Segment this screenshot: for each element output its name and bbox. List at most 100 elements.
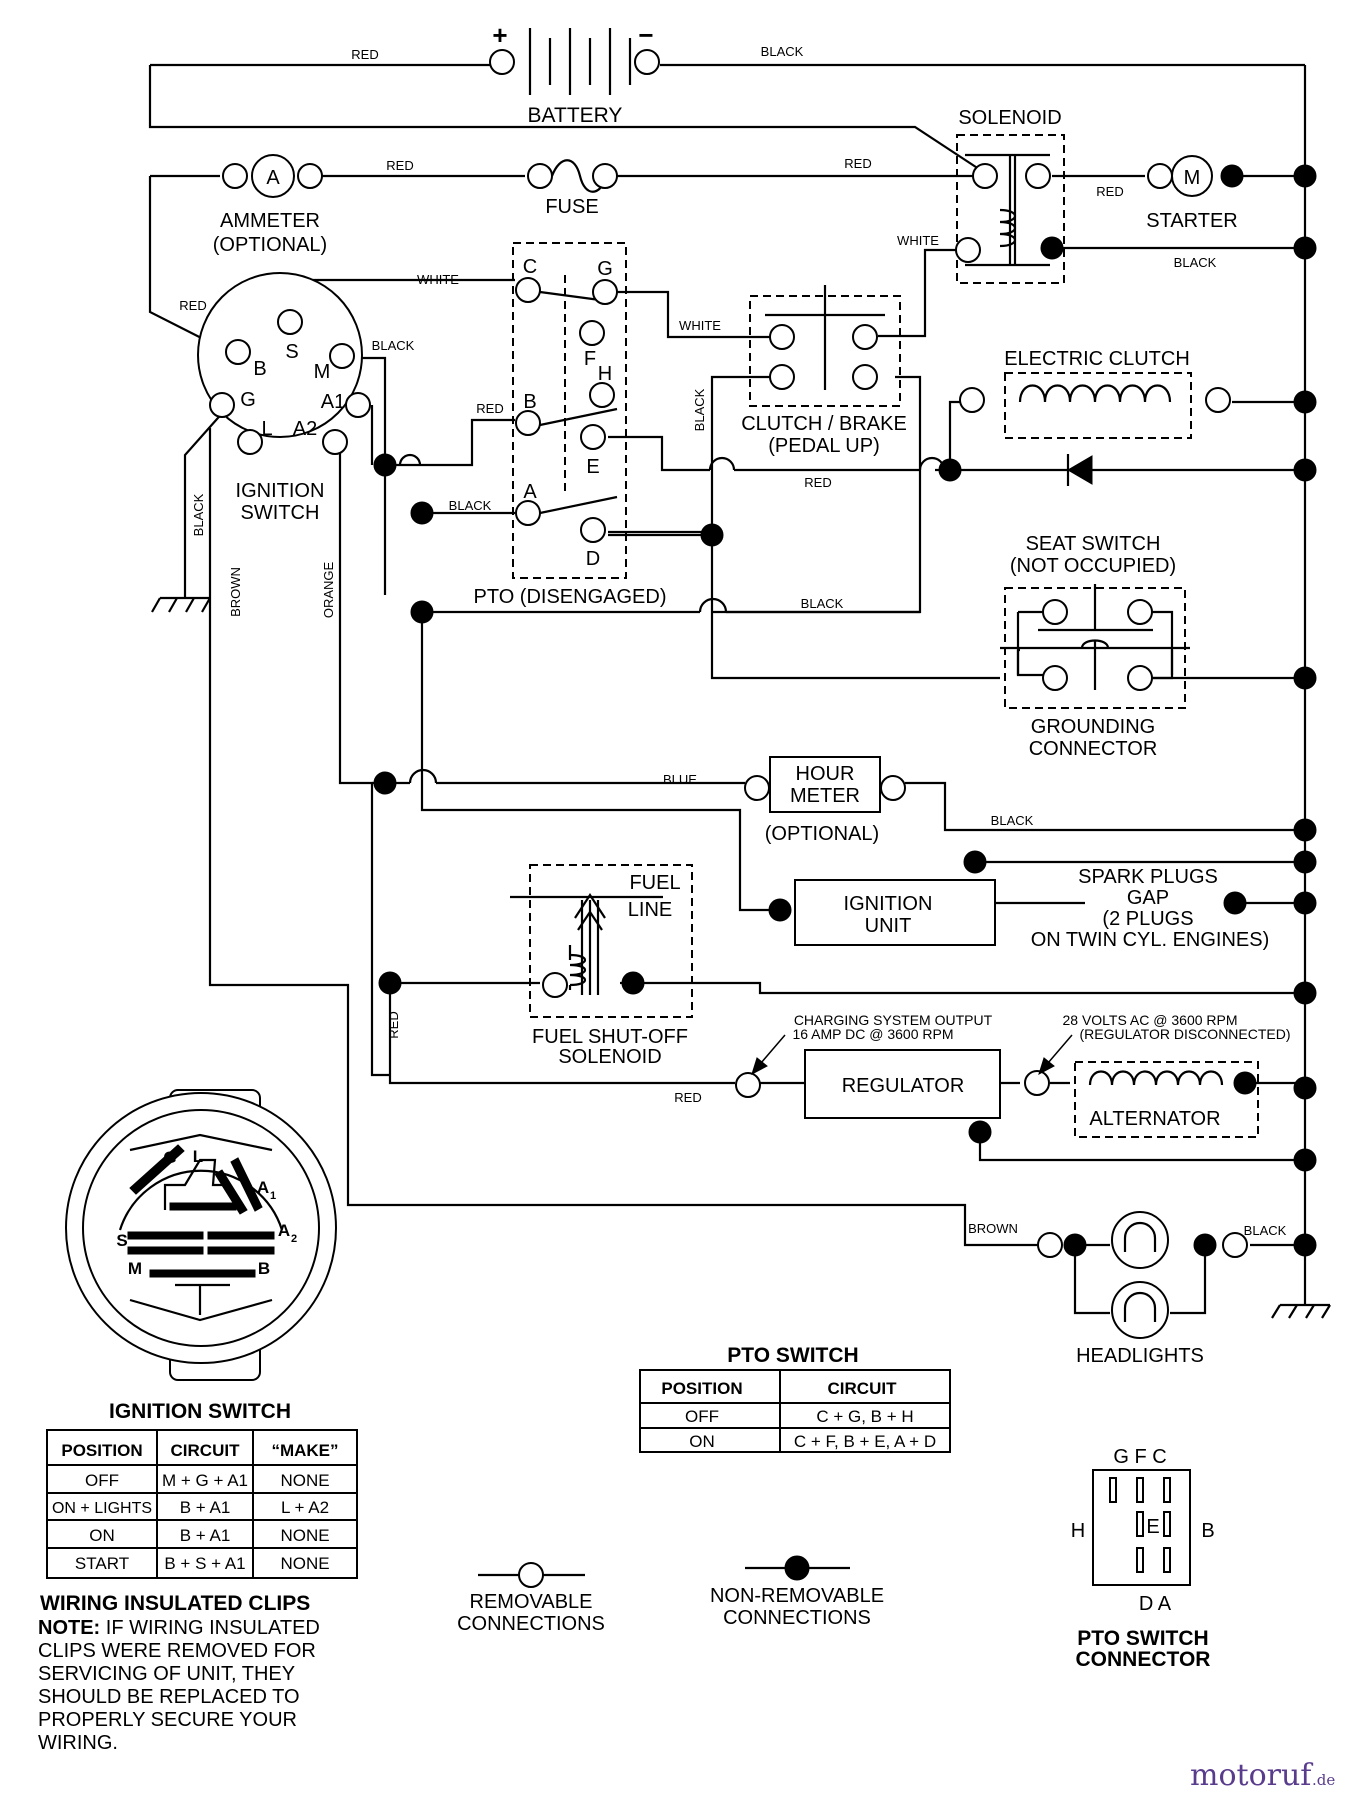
grounding-connector-label: CONNECTOR	[1029, 738, 1158, 760]
connector-bottom-label: D A	[1139, 1593, 1172, 1615]
pto-terminal-e: E	[586, 456, 599, 478]
wire-label-black: BLACK	[449, 498, 492, 513]
clutch-brake-switch	[765, 285, 885, 390]
wire-label-orange: ORANGE	[321, 562, 336, 619]
legend-removable: REMOVABLE	[470, 1591, 593, 1613]
pto-table-cell: C + G, B + H	[816, 1407, 913, 1426]
diode	[1066, 454, 1093, 486]
fuse	[527, 159, 618, 193]
ign-terminal-l: L	[261, 418, 272, 440]
pto-table-title: PTO SWITCH	[727, 1344, 858, 1367]
regulator	[735, 1049, 1050, 1144]
ignition-table-cell: START	[75, 1554, 129, 1573]
connector-title-2: CONNECTOR	[1076, 1648, 1211, 1671]
wire-label-red: RED	[476, 401, 503, 416]
note-line-5: PROPERLY SECURE YOUR	[38, 1709, 297, 1731]
wire-label-black: BLACK	[692, 388, 707, 431]
pto-terminal-d: D	[586, 548, 600, 570]
ignition-table-cell: B + S + A1	[164, 1554, 245, 1573]
wire-label-black: BLACK	[1174, 255, 1217, 270]
ign-terminal-m: M	[314, 361, 331, 383]
charging-output-label: CHARGING SYSTEM OUTPUT	[794, 1012, 993, 1028]
component-labels: BATTERY + − SOLENOID AMMETER (OPTIONAL) …	[213, 20, 1291, 1367]
ammeter	[222, 154, 323, 198]
pto-table-cell: ON	[689, 1432, 715, 1451]
ignition-switch-label-2: SWITCH	[241, 502, 320, 524]
hour-meter	[744, 756, 906, 813]
ignition-table-cell: OFF	[85, 1471, 119, 1490]
seat-switch-state-label: (NOT OCCUPIED)	[1010, 555, 1176, 577]
spark-plugs-label: SPARK PLUGS	[1078, 866, 1218, 888]
ignition-table-cell: ON	[89, 1526, 115, 1545]
wire-label-red: RED	[1096, 184, 1123, 199]
pto-terminal-b: B	[523, 391, 536, 413]
splice-dots	[373, 164, 1317, 1257]
ign-terminal-a1: A1	[321, 391, 345, 413]
connector-b-label: B	[1201, 1520, 1214, 1542]
ignition-switch	[197, 272, 371, 455]
starter-symbol: M	[1184, 167, 1201, 189]
pto-box	[512, 242, 627, 579]
ignition-unit-label: IGNITION	[844, 893, 933, 915]
ignition-table-title: IGNITION SWITCH	[109, 1400, 291, 1423]
ignition-table-cell: NONE	[280, 1554, 329, 1573]
wire-label-black: BLACK	[1244, 1223, 1287, 1238]
front-terminal-l: L	[193, 1147, 203, 1166]
wire-label-black: BLACK	[991, 813, 1034, 828]
seat-switch-label: SEAT SWITCH	[1026, 533, 1161, 555]
watermark-tld: .de	[1312, 1771, 1335, 1789]
fuel-solenoid-box	[529, 864, 693, 1018]
watermark-logo: motoruf .de	[1190, 1758, 1335, 1793]
alternator-coil	[1088, 1070, 1257, 1095]
ign-terminal-g: G	[240, 389, 256, 411]
ammeter-optional-label: (OPTIONAL)	[213, 234, 327, 256]
pto-switch	[515, 277, 618, 543]
solenoid-label: SOLENOID	[958, 107, 1061, 129]
ignition-table-cell: NONE	[280, 1526, 329, 1545]
note-line-3: SERVICING OF UNIT, THEY	[38, 1663, 295, 1685]
fuel-label: FUEL	[629, 872, 680, 894]
hour-meter-label: HOUR	[796, 763, 855, 785]
pto-terminal-f: F	[584, 348, 596, 370]
front-terminal-m: M	[128, 1259, 142, 1278]
solenoid-box	[956, 134, 1065, 284]
ignition-table-cell: NONE	[280, 1471, 329, 1490]
wire-label-brown: BROWN	[968, 1221, 1018, 1236]
spark-gap-label: GAP	[1127, 887, 1169, 909]
front-terminal-a2: A	[278, 1221, 290, 1240]
ign-terminal-b: B	[253, 358, 266, 380]
connector-e-label: E	[1146, 1516, 1159, 1538]
wire-label-red: RED	[386, 158, 413, 173]
electric-clutch-coil	[959, 384, 1231, 413]
electric-clutch-label: ELECTRIC CLUTCH	[1004, 348, 1190, 370]
wire-label-red: RED	[179, 298, 206, 313]
wire-label-black: BLACK	[801, 596, 844, 611]
starter	[1147, 155, 1244, 197]
terminal-labels: B S M G A1 L A2 C G F H B E A D	[240, 256, 613, 570]
battery-plus-label: +	[492, 20, 507, 50]
wire-label-red: RED	[386, 1011, 401, 1038]
wire-color-labels: RED BLACK RED RED RED BLACK WHITE WHITE …	[179, 44, 1286, 1238]
ignition-unit	[768, 850, 1247, 946]
wire-label-red: RED	[674, 1090, 701, 1105]
battery-label: BATTERY	[528, 104, 623, 127]
alternator-box	[1074, 1061, 1259, 1138]
spark-plugs-count-label: (2 PLUGS	[1102, 908, 1193, 930]
seat-switch	[1000, 584, 1190, 691]
note-label: NOTE:	[38, 1617, 100, 1639]
charging-amps-label: 16 AMP DC @ 3600 RPM	[792, 1026, 953, 1042]
ignition-table-cell: L + A2	[281, 1498, 329, 1517]
headlights-label: HEADLIGHTS	[1076, 1345, 1204, 1367]
pto-switch-table: PTO SWITCH POSITION CIRCUIT OFF C + G, B…	[639, 1344, 951, 1453]
pto-label: PTO (DISENGAGED)	[474, 586, 667, 608]
ign-terminal-a2: A2	[293, 418, 317, 440]
ignition-table-header-position: POSITION	[61, 1441, 142, 1460]
svg-text:NOTE: IF WIRING INSULATED: NOTE: IF WIRING INSULATED	[38, 1617, 320, 1639]
regulator-label: REGULATOR	[842, 1075, 965, 1097]
note-line-4: SHOULD BE REPLACED TO	[38, 1686, 300, 1708]
ignition-unit-label-2: UNIT	[865, 915, 912, 937]
ignition-table-cell: M + G + A1	[162, 1471, 248, 1490]
note-title: WIRING INSULATED CLIPS	[40, 1592, 310, 1615]
